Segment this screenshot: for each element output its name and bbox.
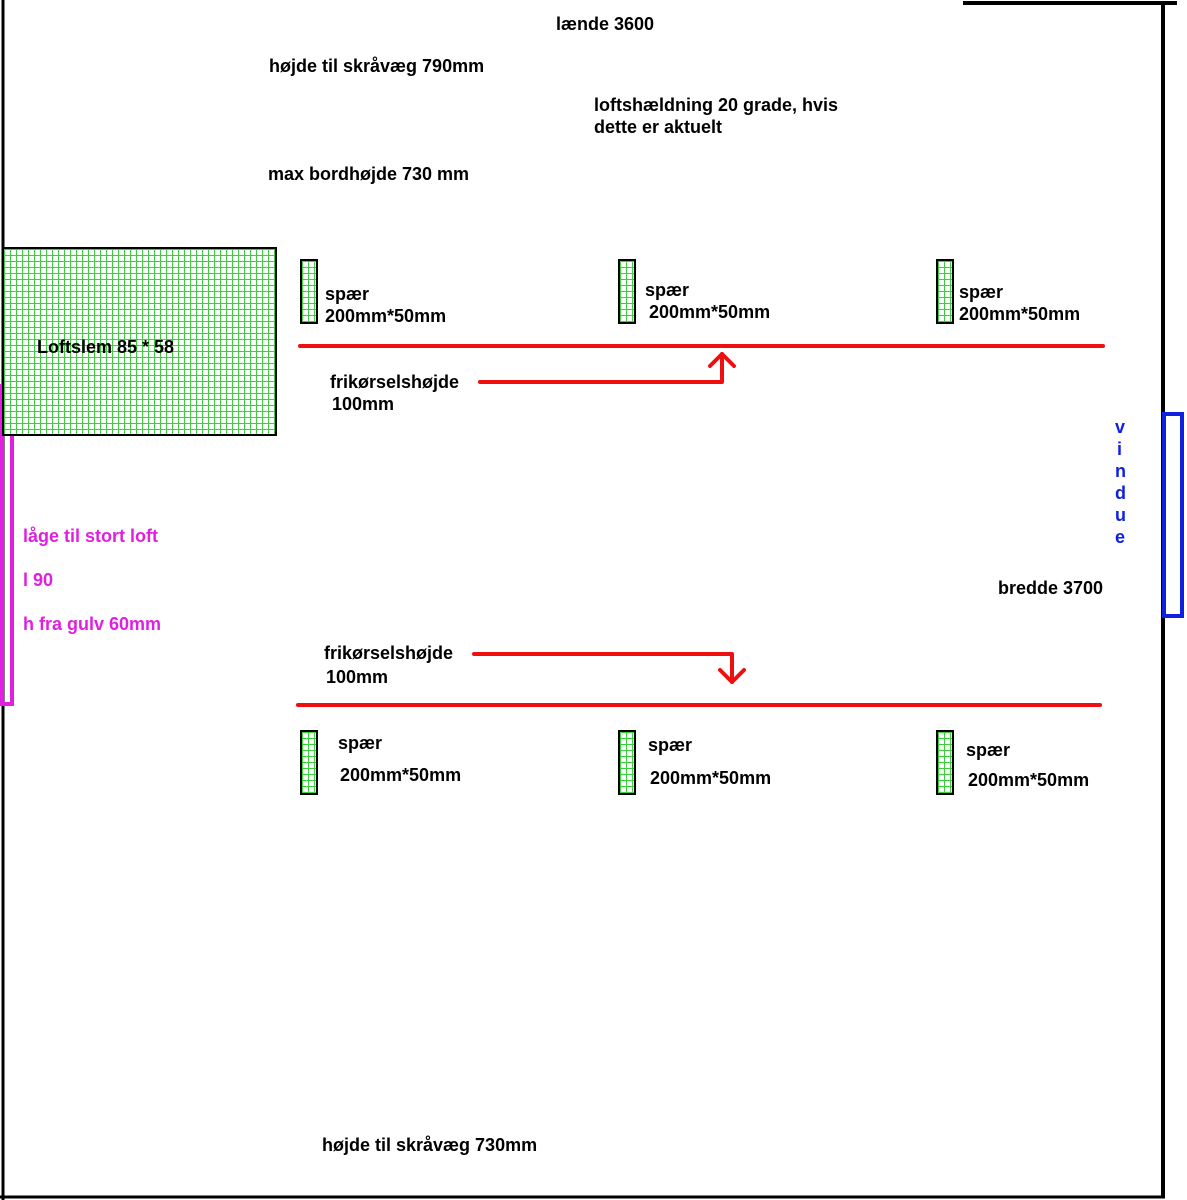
- clearance-arrowhead-top: [708, 352, 736, 368]
- clearance-arrowhead-bottom: [718, 668, 746, 684]
- beam-bottom-1: [300, 730, 318, 795]
- beam-top-1-size: 200mm*50mm: [325, 306, 447, 326]
- beam-bottom-3-size: 200mm*50mm: [968, 770, 1090, 790]
- room-length-label: lænde 3600: [556, 14, 655, 34]
- window-frame: [1162, 412, 1184, 618]
- clearance-top-label: frikørselshøjde: [330, 372, 460, 392]
- window-letter-1: v: [1115, 417, 1126, 437]
- window-letter-3: n: [1115, 461, 1126, 481]
- slope-line1: loftshældning 20 grade, hvis: [594, 95, 839, 115]
- room-width-label: bredde 3700: [998, 578, 1104, 598]
- beam-bottom-1-size: 200mm*50mm: [340, 765, 462, 785]
- beam-top-2-name: spær: [645, 280, 690, 300]
- window-letter-2: i: [1117, 439, 1123, 459]
- loft-hatch-label: Loftslem 85 * 58: [37, 337, 175, 357]
- door-label: låge til stort loft: [23, 526, 158, 546]
- clearance-bottom-value: 100mm: [326, 667, 389, 687]
- window-letter-5: u: [1115, 505, 1126, 525]
- beam-bottom-2-size: 200mm*50mm: [650, 768, 772, 788]
- beam-bottom-2: [618, 730, 636, 795]
- window-letter-4: d: [1115, 483, 1126, 503]
- beam-top-1-name: spær: [325, 284, 370, 304]
- max-table-height-label: max bordhøjde 730 mm: [268, 164, 470, 184]
- beam-bottom-3-name: spær: [966, 740, 1011, 760]
- beam-top-1: [300, 259, 318, 324]
- clearance-bottom-label: frikørselshøjde: [324, 643, 454, 663]
- beam-top-3-size: 200mm*50mm: [959, 304, 1081, 324]
- door-width-label: l 90: [23, 570, 54, 590]
- beam-bottom-2-name: spær: [648, 735, 693, 755]
- beam-bottom-3: [936, 730, 954, 795]
- loft-hatch: [2, 247, 277, 436]
- beam-bottom-1-name: spær: [338, 733, 383, 753]
- window-letter-6: e: [1115, 527, 1126, 547]
- height-bottom-label: højde til skråvæg 730mm: [322, 1135, 538, 1155]
- door-height-label: h fra gulv 60mm: [23, 614, 162, 634]
- height-top-label: højde til skråvæg 790mm: [269, 56, 485, 76]
- clearance-arrow-top: [478, 352, 724, 384]
- clearance-top-value: 100mm: [332, 394, 395, 414]
- beam-top-2-size: 200mm*50mm: [649, 302, 771, 322]
- beam-top-3: [936, 259, 954, 324]
- beam-top-3-name: spær: [959, 282, 1004, 302]
- clearance-arrow-bottom: [472, 652, 734, 684]
- beam-top-2: [618, 259, 636, 324]
- slope-line2: dette er aktuelt: [594, 117, 723, 137]
